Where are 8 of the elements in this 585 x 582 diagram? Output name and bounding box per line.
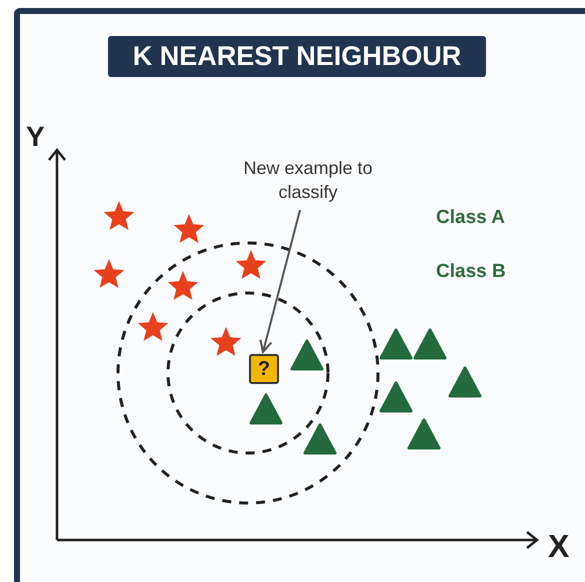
axis-label: Y	[26, 120, 45, 154]
query-point-box: ?	[249, 354, 279, 384]
leader-arrow	[259, 210, 301, 354]
class-label: Class A	[436, 206, 505, 230]
annotation-text: New example to classify	[228, 156, 388, 208]
title-banner: K NEAREST NEIGHBOUR	[108, 36, 486, 77]
class-label: Class B	[436, 260, 506, 284]
axis-label: X	[548, 527, 570, 566]
